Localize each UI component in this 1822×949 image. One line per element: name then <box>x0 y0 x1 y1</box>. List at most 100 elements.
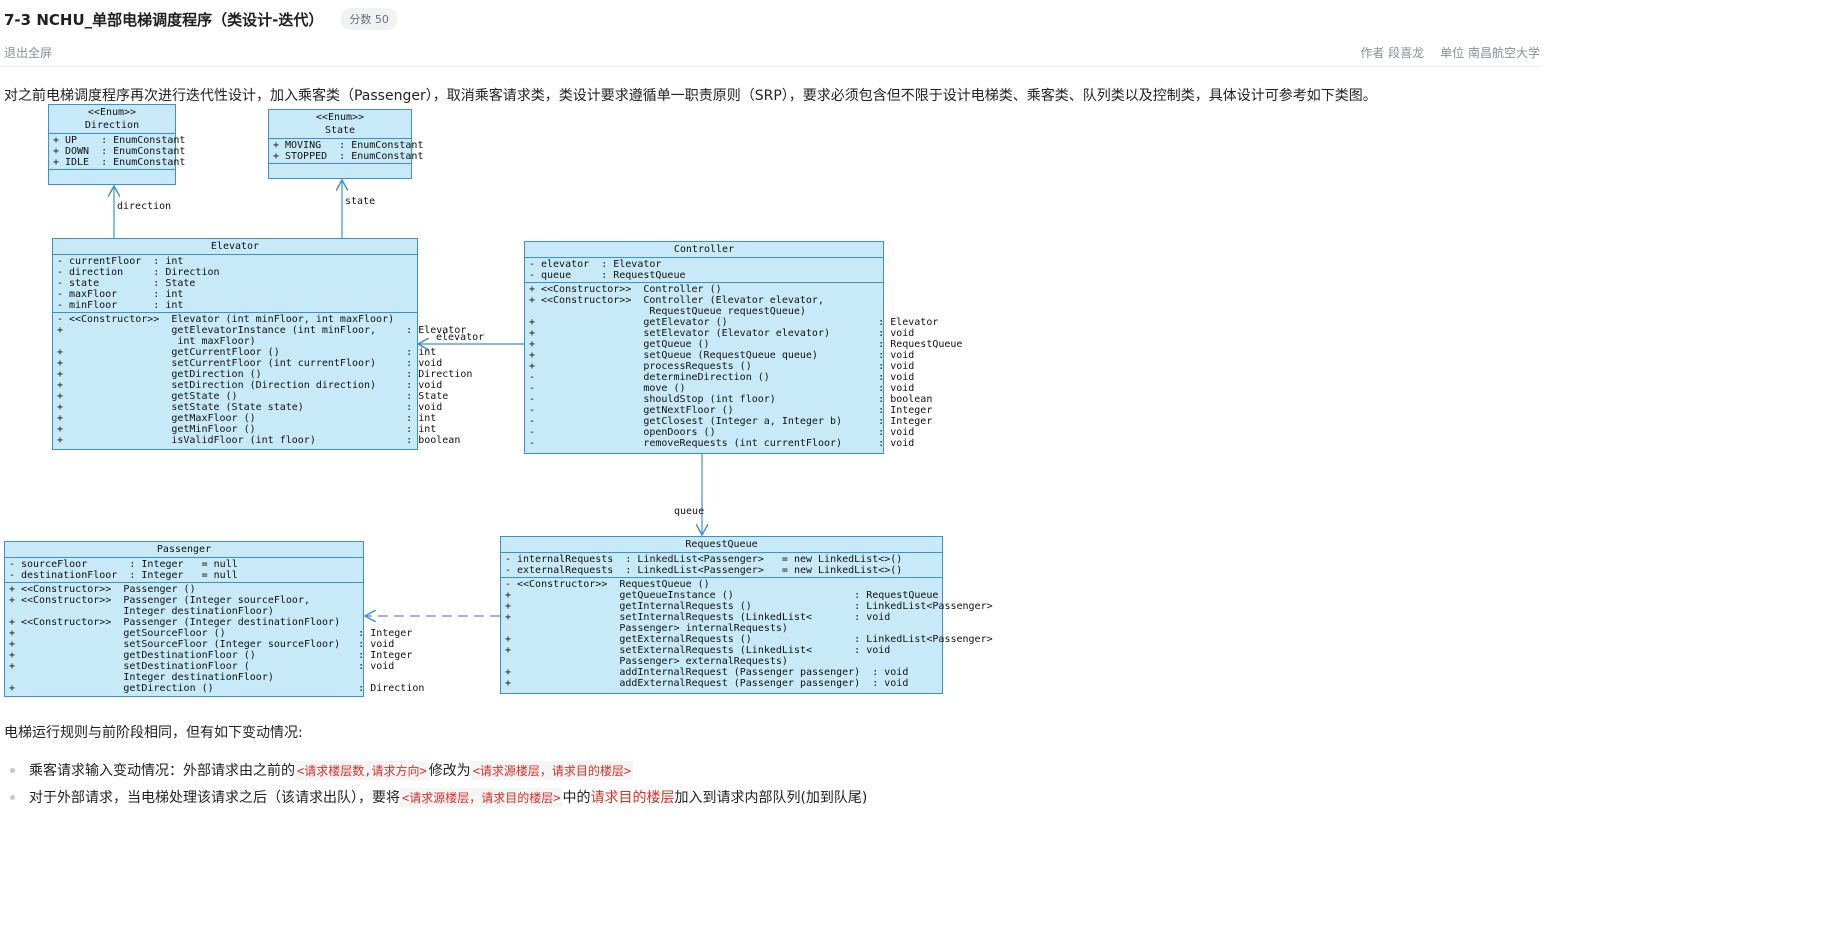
member-text: getDirection () : Direction <box>21 683 425 694</box>
member-row: + setState (State state) : void <box>57 402 442 413</box>
visibility-marker: + <box>57 402 64 413</box>
bullet-dot <box>10 794 15 800</box>
unit-label: 单位 南昌航空大学 <box>1440 46 1540 60</box>
visibility-marker: + <box>273 151 280 162</box>
member-text: minFloor : int <box>69 300 184 311</box>
member-row: + setDestinationFloor ( : void <box>9 661 394 672</box>
member-row: +<<Constructor>> Passenger () <box>9 584 359 595</box>
visibility-marker: - <box>505 579 512 590</box>
visibility-marker: + <box>529 284 536 295</box>
visibility-marker: + <box>9 595 16 606</box>
code-snippet: <请求楼层数,请求方向> <box>295 760 429 780</box>
member-text: sourceFloor : Integer = null <box>21 559 238 570</box>
visibility-marker <box>57 336 69 347</box>
member-text: <<Constructor>> Controller () <box>541 284 722 295</box>
member-text: queue : RequestQueue <box>541 270 686 281</box>
visibility-marker: + <box>505 601 512 612</box>
member-text: <<Constructor>> Passenger (Integer desti… <box>21 617 341 628</box>
visibility-marker: - <box>57 289 64 300</box>
member-text: state : State <box>69 278 196 289</box>
member-row: + <<Constructor>> Controller () <box>529 284 879 295</box>
visibility-marker: + <box>529 339 536 350</box>
visibility-marker <box>529 306 541 317</box>
member-row: RequestQueue requestQueue) <box>529 306 879 317</box>
member-text: setInternalRequests (LinkedList< : void <box>517 612 891 623</box>
attributes: -currentFloor : int-direction : Directio… <box>53 255 417 313</box>
class-passenger: Passenger -sourceFloor : Integer = null-… <box>4 541 424 697</box>
member-text: setState (State state) : void <box>69 402 443 413</box>
rule-text: 修改为 <box>428 763 471 779</box>
visibility-marker: + <box>57 358 64 369</box>
visibility-marker: + <box>57 369 64 380</box>
member-row: + getQueueInstance () : RequestQueue <box>505 590 938 601</box>
class-direction: <<Enum>> Direction +UP : EnumConstant+DO… <box>48 104 185 185</box>
member-row: Integer destinationFloor) <box>9 672 359 683</box>
member-text: Passenger> internalRequests) <box>517 623 788 634</box>
visibility-marker: + <box>9 650 16 661</box>
member-row: -elevator : Elevator <box>529 259 879 270</box>
label-queue: queue <box>674 506 705 517</box>
exit-fullscreen-link[interactable]: 退出全屏 <box>4 46 53 60</box>
member-text: setSourceFloor (Integer sourceFloor) : v… <box>21 639 395 650</box>
member-row: -sourceFloor : Integer = null <box>9 559 359 570</box>
member-text: <<Constructor>> RequestQueue () <box>517 579 710 590</box>
member-row: + getSourceFloor () : Integer <box>9 628 412 639</box>
visibility-marker: + <box>505 678 512 689</box>
visibility-marker: + <box>505 667 512 678</box>
visibility-marker: + <box>57 424 64 435</box>
member-row: + processRequests () : void <box>529 361 914 372</box>
visibility-marker: - <box>57 300 64 311</box>
member-row: + setExternalRequests (LinkedList< : voi… <box>505 645 938 656</box>
member-text: <<Constructor>> Elevator (int minFloor, … <box>69 314 395 325</box>
visibility-marker: + <box>273 140 280 151</box>
rule-text: 乘客请求输入变动情况：外部请求由之前的 <box>29 763 295 779</box>
member-text: addExternalRequest (Passenger passenger)… <box>517 678 909 689</box>
member-text: Integer destinationFloor) <box>21 606 274 617</box>
member-row: -destinationFloor : Integer = null <box>9 570 359 581</box>
member-row: -internalRequests : LinkedList<Passenger… <box>505 554 938 565</box>
visibility-marker: - <box>529 438 536 449</box>
visibility-marker: - <box>57 256 64 267</box>
member-text: externalRequests : LinkedList<Passenger>… <box>517 565 903 576</box>
member-text: <<Constructor>> Controller (Elevator ele… <box>541 295 824 306</box>
member-row: + setCurrentFloor (int currentFloor) : v… <box>57 358 442 369</box>
visibility-marker: - <box>9 570 16 581</box>
member-row: -state : State <box>57 278 413 289</box>
visibility-marker: - <box>529 372 536 383</box>
methods <box>269 164 411 178</box>
member-text: setDirection (Direction direction) : voi… <box>69 380 443 391</box>
visibility-marker: + <box>9 617 16 628</box>
member-text: removeRequests (int currentFloor) : void <box>541 438 915 449</box>
visibility-marker: + <box>53 135 60 146</box>
member-row: + MOVING : EnumConstant <box>273 140 423 151</box>
member-row: + getCurrentFloor () : int <box>57 347 436 358</box>
visibility-marker: + <box>505 612 512 623</box>
member-text: getQueueInstance () : RequestQueue <box>517 590 939 601</box>
member-text: getNextFloor () : Integer <box>541 405 933 416</box>
visibility-marker: + <box>9 661 16 672</box>
rule-text: 对于外部请求，当电梯处理该请求之后（该请求出队），要将 <box>29 790 400 806</box>
member-text: MOVING : EnumConstant <box>285 140 424 151</box>
member-row: +STOPPED : EnumConstant <box>273 151 423 162</box>
member-text: getDirection () : Direction <box>69 369 473 380</box>
divider <box>0 66 1540 67</box>
member-text: internalRequests : LinkedList<Passenger>… <box>517 554 903 565</box>
visibility-marker: + <box>529 317 536 328</box>
member-text: getState () : State <box>69 391 449 402</box>
member-text: setElevator (Elevator elevator) : void <box>541 328 915 339</box>
member-row: - move () : void <box>529 383 914 394</box>
class-state: <<Enum>> State +MOVING : EnumConstant+ST… <box>268 109 423 179</box>
visibility-marker: - <box>529 394 536 405</box>
visibility-marker: + <box>529 361 536 372</box>
visibility-marker: + <box>9 639 16 650</box>
member-row: + <<Constructor>> Passenger (Integer dest… <box>9 617 359 628</box>
member-row: + getQueue () : RequestQueue <box>529 339 962 350</box>
visibility-marker: - <box>505 565 512 576</box>
member-row: + getDirection () : Direction <box>57 369 472 380</box>
member-row: + isValidFloor (int floor) : boolean <box>57 435 460 446</box>
visibility-marker: + <box>529 295 536 306</box>
visibility-marker <box>505 623 517 634</box>
member-text: getSourceFloor () : Integer <box>21 628 413 639</box>
visibility-marker: + <box>53 157 60 168</box>
